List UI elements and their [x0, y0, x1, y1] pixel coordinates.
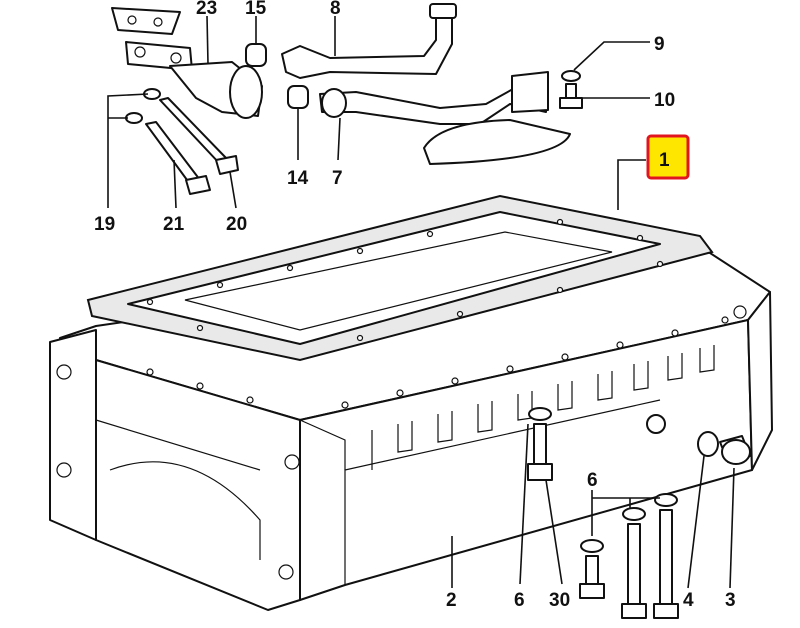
label-7: 7	[332, 168, 343, 189]
grommet-15	[245, 43, 267, 67]
grommet-14	[287, 85, 309, 109]
label-9: 9	[654, 34, 665, 55]
breather-pipe-8	[281, 3, 457, 79]
label-19: 19	[94, 214, 115, 235]
leader-lines	[107, 15, 735, 589]
drain-plug-3	[719, 435, 751, 465]
label-2: 2	[446, 590, 457, 611]
label-14: 14	[287, 168, 309, 189]
bolt-6-set	[579, 493, 679, 619]
label-1[interactable]: 1	[659, 150, 670, 171]
label-15: 15	[245, 0, 267, 19]
oil-pan-gasket	[86, 194, 714, 362]
label-4: 4	[683, 590, 694, 611]
part-labels: 23 15 8 9 10 14 7 1 19 21 20 6 6 30 4 3 …	[94, 0, 736, 611]
label-20: 20	[226, 214, 247, 235]
label-3: 3	[725, 590, 736, 611]
bolt-21	[145, 121, 211, 195]
bolt-20	[159, 97, 239, 175]
label-6a: 6	[587, 470, 598, 491]
part-1-highlight[interactable]	[646, 134, 690, 180]
bolt-10	[559, 83, 583, 109]
dipstick-flange	[111, 7, 263, 119]
label-21: 21	[163, 214, 185, 235]
label-6b: 6	[514, 590, 525, 611]
label-23: 23	[196, 0, 217, 19]
bolt-30	[527, 407, 553, 481]
suction-pipe-7	[319, 71, 571, 165]
seal-ring-4	[697, 431, 719, 457]
label-30: 30	[549, 590, 570, 611]
label-10: 10	[654, 90, 675, 111]
washer-9	[561, 70, 581, 82]
washer-19b	[125, 112, 143, 124]
label-8: 8	[330, 0, 341, 19]
